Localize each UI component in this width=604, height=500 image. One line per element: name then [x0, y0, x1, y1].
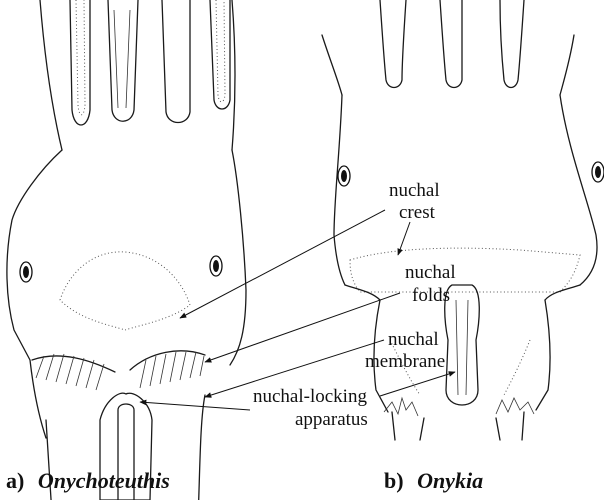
- panel-a-eye-left: [20, 262, 32, 282]
- panel-b-eye-left: [338, 166, 350, 186]
- label-nuchal-folds-line1: nuchal: [405, 262, 456, 283]
- leader-locking-to-a: [140, 402, 250, 410]
- leader-locking-to-b: [380, 372, 455, 396]
- label-nuchal-folds: nuchal folds: [405, 262, 456, 306]
- panel-b-eye-right: [592, 162, 604, 182]
- caption-b-genus: Onykia: [417, 468, 483, 493]
- label-nuchal-locking-line1: nuchal-locking: [253, 386, 367, 407]
- panel-b-head-outline: [334, 95, 597, 285]
- label-nuchal-membrane-line2: membrane: [365, 351, 445, 372]
- label-nuchal-crest-line2: crest: [399, 202, 436, 223]
- panel-b-onykia-drawing: [322, 0, 604, 440]
- label-nuchal-crest: nuchal crest: [389, 180, 440, 223]
- label-nuchal-membrane-line1: nuchal: [388, 329, 439, 350]
- label-nuchal-folds-line2: folds: [412, 285, 450, 306]
- leader-lines: [140, 210, 455, 410]
- panel-a-eye-right: [210, 256, 222, 276]
- caption-panel-b: b) Onykia: [384, 468, 483, 493]
- panel-b-arms: [322, 0, 574, 95]
- caption-a-letter: a): [6, 468, 24, 493]
- panel-a-arms: [40, 0, 235, 150]
- label-nuchal-locking-line2: apparatus: [295, 409, 368, 430]
- leader-crest-to-b: [398, 222, 410, 255]
- panel-a-head-outline: [7, 150, 246, 438]
- label-nuchal-locking-apparatus: nuchal-locking apparatus: [253, 386, 368, 430]
- caption-a-genus: Onychoteuthis: [38, 468, 170, 493]
- caption-panel-a: a) Onychoteuthis: [6, 468, 170, 493]
- label-nuchal-crest-line1: nuchal: [389, 180, 440, 201]
- panel-a-nuchal-folds: [32, 351, 205, 390]
- panel-a-nuchal-crest-shape: [60, 252, 190, 330]
- label-nuchal-membrane: nuchal membrane: [365, 329, 445, 372]
- panel-a-onychoteuthis-drawing: [7, 0, 246, 500]
- caption-b-letter: b): [384, 468, 404, 493]
